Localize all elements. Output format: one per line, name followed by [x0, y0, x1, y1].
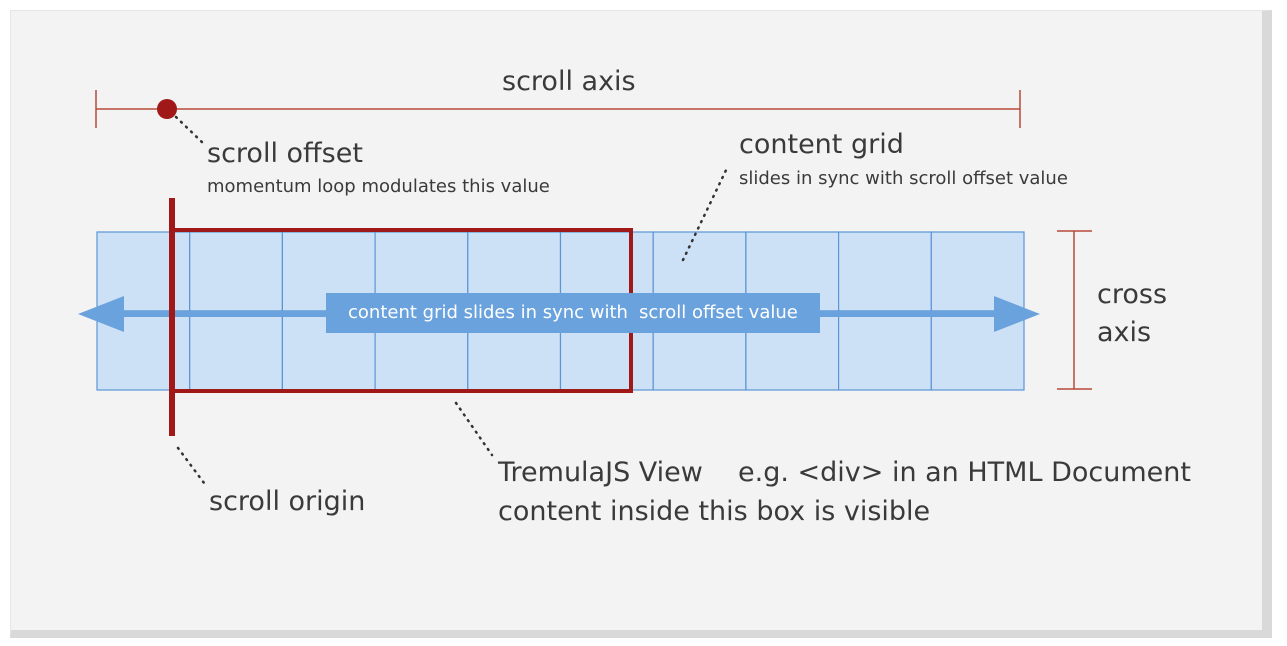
grid-cell: [189, 310, 283, 391]
grid-cell: [189, 231, 283, 312]
scroll-origin-label: scroll origin: [209, 486, 366, 517]
view-title-label: TremulaJS View: [498, 457, 703, 488]
scroll-axis-label: scroll axis: [502, 66, 636, 97]
grid-cell: [930, 231, 1025, 312]
view-example-label: e.g. <div> in an HTML Document: [738, 457, 1191, 488]
scroll-offset-label: scroll offset: [207, 138, 363, 169]
content-grid-label: content grid: [739, 129, 904, 160]
cross-axis-line: [1057, 230, 1092, 390]
scroll-offset-note: momentum loop modulates this value: [207, 176, 550, 197]
view-note-label: content inside this box is visible: [498, 496, 931, 527]
grid-cell: [837, 310, 932, 391]
grid-cell: [837, 231, 932, 312]
banner-text-part2: scroll offset value: [639, 302, 798, 323]
content-grid-note: slides in sync with scroll offset value: [739, 168, 1068, 189]
scroll-axis-line: [95, 90, 1021, 128]
cross-axis-label-line1: cross: [1097, 279, 1168, 310]
grid-cell: [96, 231, 191, 312]
leader-lines: [174, 115, 730, 489]
cross-axis-label-line2: axis: [1097, 317, 1152, 348]
slide-banner: [326, 293, 820, 333]
scroll-offset-dot: [157, 99, 177, 119]
banner-text-part1: content grid slides in sync with: [348, 302, 628, 323]
